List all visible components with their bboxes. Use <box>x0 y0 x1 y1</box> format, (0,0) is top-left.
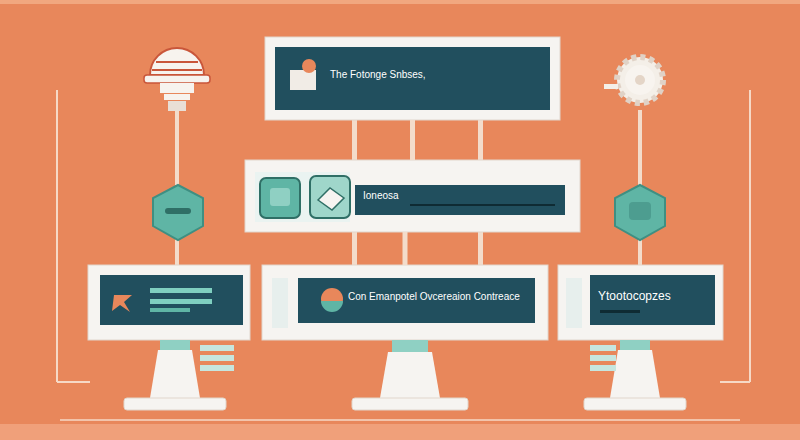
floor-band <box>0 424 800 440</box>
posts <box>175 110 642 265</box>
side-rail <box>57 381 90 383</box>
screen-panel: Con Emanpotel Ovcereaion Contreace <box>262 265 548 340</box>
monitor-stand <box>124 340 234 410</box>
monitor-stand <box>352 340 468 410</box>
panel-label: Con Emanpotel Ovcereaion Contreace <box>348 291 520 303</box>
side-rail <box>56 90 58 382</box>
panel-label: The Fotonge Snbses, <box>330 69 426 81</box>
screen-frame <box>558 265 723 340</box>
screen-frame <box>262 265 548 340</box>
screen-frame <box>265 37 560 120</box>
screen-panel: Ytootocopzes <box>558 265 723 340</box>
hexagon-badge <box>615 185 665 240</box>
hexagon-badge <box>153 185 203 240</box>
monitor-stand <box>584 340 686 410</box>
screen-frame <box>88 265 250 340</box>
side-rail <box>720 381 750 383</box>
floor-line <box>60 419 740 421</box>
lamp-icon <box>144 48 210 111</box>
screen-panel: The Fotonge Snbses, <box>265 37 560 120</box>
connector-post <box>403 232 408 265</box>
panel-label: Ioneosa <box>363 190 399 202</box>
top-band <box>0 0 800 4</box>
connector-post <box>410 120 415 160</box>
gear-icon <box>604 57 663 103</box>
screen-frame <box>245 160 580 232</box>
side-rail <box>749 90 751 382</box>
panel-label: Ytootocopzes <box>598 289 671 303</box>
screen-panel: Ioneosa <box>245 160 580 232</box>
